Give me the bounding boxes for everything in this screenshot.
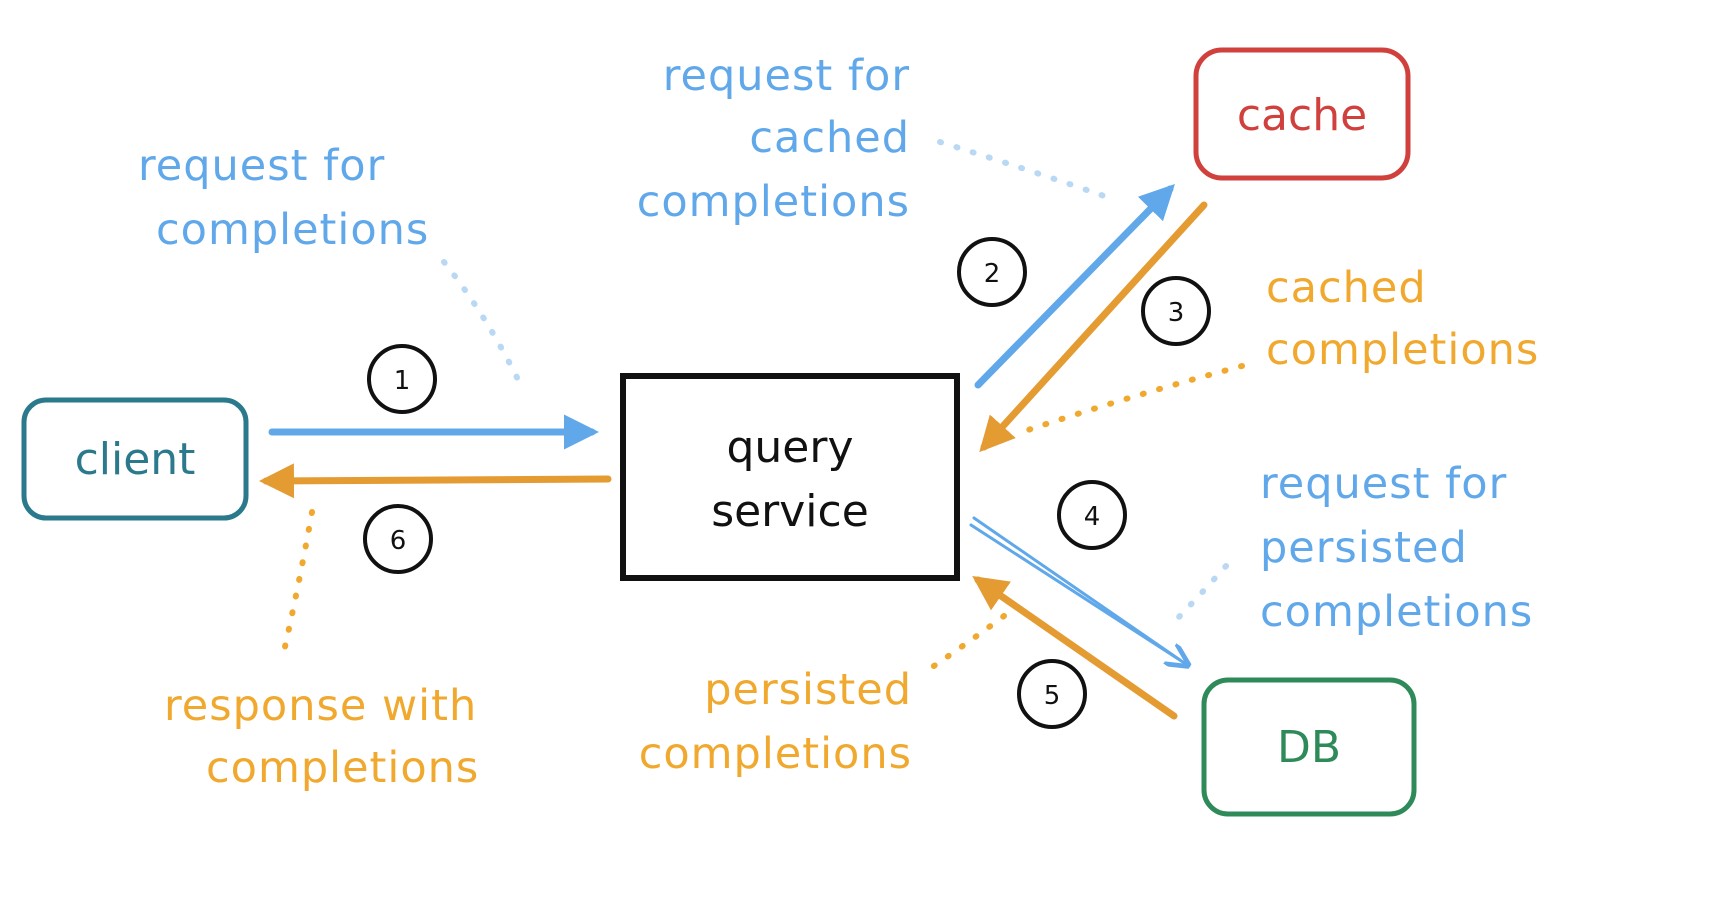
label-request-persisted-line2: persisted [1260, 523, 1468, 573]
label-cached-completions-line1: cached [1266, 263, 1427, 313]
client-node: client [21, 397, 249, 521]
step-number-3: 3 [1168, 298, 1185, 328]
label-cached-completions: cached completions [1266, 263, 1539, 375]
connector-response [279, 509, 315, 663]
arrow-3-cache-to-service [979, 201, 1208, 453]
cache-label: cache [1237, 90, 1367, 141]
label-request-cached-line2: cached [749, 113, 910, 163]
connector-cached-completions [1025, 363, 1245, 433]
label-persisted-completions-line2: completions [639, 729, 912, 779]
label-response-line2: completions [206, 743, 479, 793]
step-number-2: 2 [984, 259, 1001, 289]
step-badge-6: 6 [363, 504, 433, 574]
arrow-5-db-to-service [972, 576, 1178, 720]
connector-request-cached [937, 139, 1107, 199]
step-badge-3: 3 [1141, 276, 1211, 346]
db-node: DB [1201, 677, 1417, 817]
arrow-4-service-to-db [969, 516, 1186, 664]
step-badge-5: 5 [1017, 659, 1087, 729]
query-service-label-line2: service [711, 486, 869, 537]
query-service-node: query service [620, 373, 960, 581]
label-persisted-completions-line1: persisted [704, 665, 912, 715]
step-number-1: 1 [394, 366, 411, 396]
step-number-4: 4 [1084, 502, 1101, 532]
label-request-cached-line1: request for [663, 51, 910, 101]
label-request-persisted-line1: request for [1260, 459, 1507, 509]
cache-node: cache [1193, 47, 1411, 181]
label-request-persisted-line3: completions [1260, 587, 1533, 637]
connector-request-completions [441, 259, 527, 395]
step-badge-2: 2 [957, 237, 1027, 307]
label-response-line1: response with [164, 681, 477, 731]
label-cached-completions-line2: completions [1266, 325, 1539, 375]
label-persisted-completions: persisted completions [639, 665, 912, 779]
step-number-5: 5 [1044, 681, 1061, 711]
db-label: DB [1277, 722, 1341, 773]
label-request-completions-line2: completions [156, 205, 429, 255]
label-request-cached-line3: completions [637, 177, 910, 227]
label-request-completions-line1: request for [138, 141, 385, 191]
step-badge-4: 4 [1057, 480, 1127, 550]
label-request-persisted: request for persisted completions [1260, 459, 1533, 637]
arrow-6-service-to-client [259, 463, 612, 499]
client-label: client [75, 434, 196, 485]
label-request-cached: request for cached completions [637, 51, 910, 227]
query-service-label-line1: query [726, 422, 853, 473]
connector-request-persisted [1175, 563, 1229, 621]
label-response: response with completions [164, 681, 479, 793]
label-request-completions: request for completions [138, 141, 429, 255]
arrow-2-service-to-cache [974, 183, 1175, 389]
connector-persisted-completions [925, 613, 1007, 673]
step-number-6: 6 [390, 526, 407, 556]
step-badge-1: 1 [367, 344, 437, 414]
